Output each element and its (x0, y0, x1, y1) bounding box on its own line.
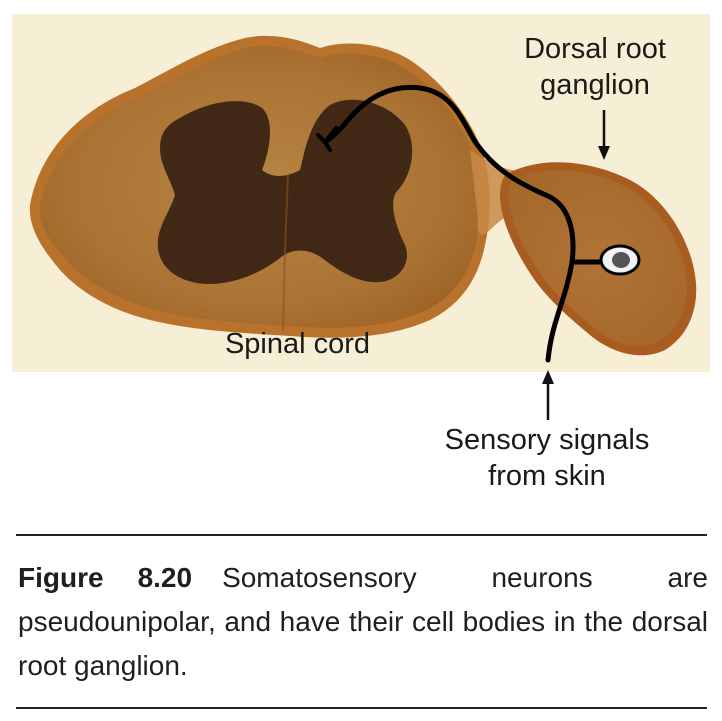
caption-text: Somatosensory neurons are pseudounipolar… (18, 562, 708, 681)
arrow-sensory-signals (542, 370, 554, 420)
label-line: from skin (488, 460, 606, 492)
caption-label: Figure (18, 562, 104, 593)
figure-image: Dorsal root ganglion Spinal cord Sensory… (12, 14, 710, 494)
label-line: ganglion (540, 69, 650, 101)
spinal-cord-label: Spinal cord (224, 328, 371, 360)
dorsal-root-ganglion (499, 162, 697, 356)
label-line: Dorsal root (524, 33, 666, 65)
neuron-cell-body (599, 244, 641, 276)
label-line: Sensory signals (444, 424, 650, 456)
arrow-to-ganglion (598, 110, 610, 160)
neuron-axon (322, 84, 576, 363)
spinal-cord-section (29, 35, 490, 338)
dorsal-root-ganglion-label: Dorsal root ganglion (490, 31, 700, 103)
caption-bottom-rule (16, 707, 707, 709)
caption-number: 8.20 (137, 562, 193, 593)
sensory-signals-label: Sensory signals from skin (418, 422, 676, 494)
axon-terminal (316, 126, 338, 152)
caption-top-rule (16, 534, 707, 536)
